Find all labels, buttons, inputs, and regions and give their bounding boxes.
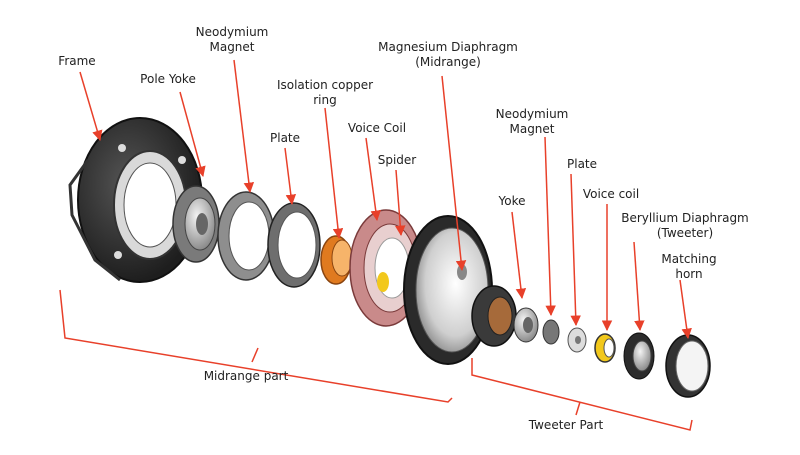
matching-horn-part	[665, 334, 711, 398]
label-be-diaphragm-2: (Tweeter)	[656, 226, 714, 240]
plate-tweeter-part	[567, 327, 587, 353]
label-voice-coil-tw: Voice coil	[582, 187, 640, 201]
neodymium-magnet-tweeter-part	[542, 319, 560, 345]
label-mg-diaphragm-1: Magnesium Diaphragm	[378, 40, 518, 54]
label-neodymium-mid-2: Magnet	[209, 40, 255, 54]
label-frame: Frame	[58, 54, 96, 68]
neodymium-magnet-mid-part	[217, 191, 275, 281]
label-plate-tw: Plate	[566, 157, 598, 171]
label-voice-coil-mid: Voice Coil	[347, 121, 407, 135]
label-neodymium-tw-1: Neodymium	[495, 107, 569, 121]
label-midrange-part: Midrange part	[203, 369, 289, 383]
midrange-bracket	[59, 289, 453, 403]
label-copper-ring-1: Isolation copper	[276, 78, 374, 92]
label-be-diaphragm-1: Beryllium Diaphragm	[621, 211, 749, 225]
label-spider: Spider	[377, 153, 417, 167]
label-copper-ring-2: ring	[313, 93, 337, 107]
label-plate-mid: Plate	[269, 131, 301, 145]
copper-ring-part	[320, 235, 353, 285]
magnesium-diaphragm-part	[403, 215, 493, 365]
label-mg-diaphragm-2: (Midrange)	[415, 55, 481, 69]
label-yoke: Yoke	[498, 194, 526, 208]
label-tweeter-part: Tweeter Part	[528, 418, 604, 432]
tweeter-bracket	[471, 358, 693, 431]
label-neodymium-mid-1: Neodymium	[195, 25, 269, 39]
leader-arrows	[79, 59, 692, 340]
label-neodymium-tw-2: Magnet	[509, 122, 555, 136]
midrange-bracket-tick	[251, 347, 259, 363]
yoke-tweeter-part	[471, 285, 539, 347]
plate-mid-part	[267, 202, 321, 288]
label-horn-2: horn	[675, 267, 703, 281]
voice-coil-tweeter-part	[594, 333, 616, 363]
pole-yoke-part	[172, 185, 220, 263]
tweeter-bracket-tick	[575, 401, 581, 416]
label-pole-yoke: Pole Yoke	[140, 72, 196, 86]
beryllium-diaphragm-part	[623, 332, 655, 380]
label-horn-1: Matching	[661, 252, 717, 266]
